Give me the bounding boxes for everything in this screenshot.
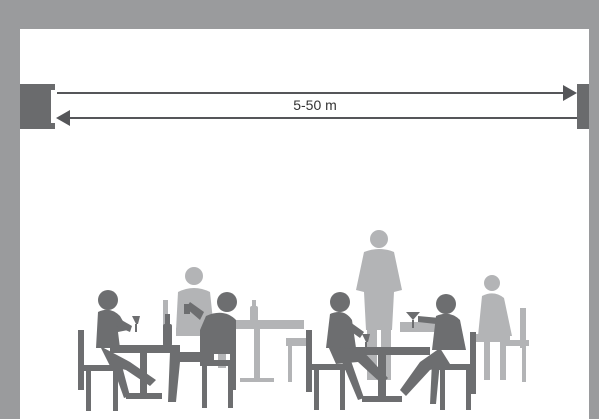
range-label: 5-50 m — [270, 96, 360, 114]
restaurant-people-silhouettes — [78, 290, 476, 411]
